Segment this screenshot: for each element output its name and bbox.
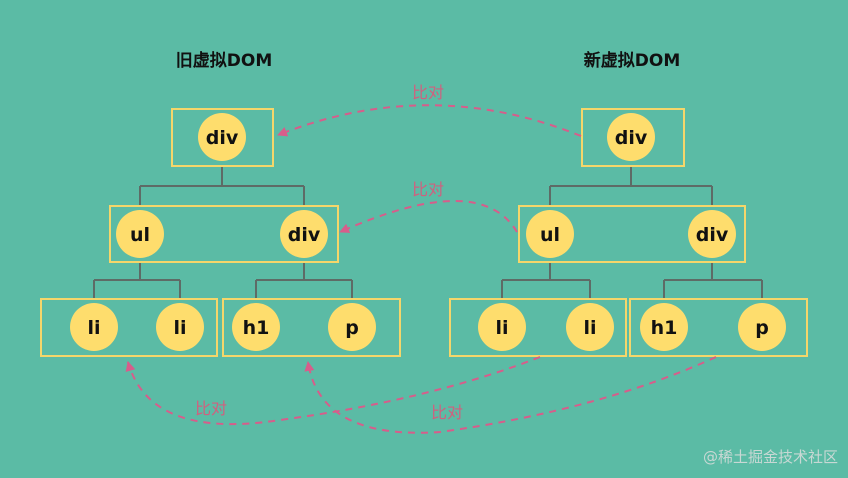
watermark: @稀土掘金技术社区 [703, 448, 838, 466]
new-root-box [581, 108, 685, 167]
compare-arrow-root [277, 104, 582, 137]
new-h1-node: h1 [640, 303, 688, 351]
svg-text:div: div [288, 224, 321, 246]
old-h1-node: h1 [232, 303, 280, 351]
new-tree: div ul div li li h1 p [449, 108, 808, 357]
svg-text:ul: ul [130, 224, 150, 246]
new-p-node: p [738, 303, 786, 351]
svg-text:h1: h1 [651, 317, 678, 339]
svg-text:li: li [583, 317, 596, 339]
old-li-node-2: li [156, 303, 204, 351]
old-root-node: div [198, 113, 246, 161]
old-div-children-box [222, 298, 401, 357]
new-li-node-1: li [478, 303, 526, 351]
compare-label-ul-children: 比对 [195, 399, 227, 418]
old-ul-children-box [40, 298, 218, 357]
new-ul-node: ul [526, 210, 574, 258]
compare-arrow-ul-children [125, 356, 541, 426]
svg-text:div: div [206, 127, 239, 149]
new-li-node-2: li [566, 303, 614, 351]
svg-text:p: p [755, 317, 769, 339]
svg-text:li: li [87, 317, 100, 339]
new-div-node: div [688, 210, 736, 258]
new-ul-children-box [449, 298, 627, 357]
compare-label-root: 比对 [412, 83, 444, 102]
new-root-node: div [607, 113, 655, 161]
new-div-children-box [629, 298, 808, 357]
old-p-node: p [328, 303, 376, 351]
new-tree-connectors [501, 166, 763, 299]
new-tree-title: 新虚拟DOM [584, 50, 680, 71]
old-level2-box [109, 205, 339, 263]
old-tree-connectors [93, 166, 353, 299]
svg-text:p: p [345, 317, 359, 339]
svg-text:ul: ul [540, 224, 560, 246]
compare-arrow-div-children [304, 356, 717, 434]
compare-label-div-children: 比对 [431, 403, 463, 422]
compare-arrow-level2 [339, 200, 518, 233]
old-ul-node: ul [116, 210, 164, 258]
new-level2-box [518, 205, 746, 263]
svg-text:li: li [495, 317, 508, 339]
old-tree-title: 旧虚拟DOM [176, 50, 272, 71]
svg-text:li: li [173, 317, 186, 339]
svg-text:div: div [696, 224, 729, 246]
old-tree: div ul div li li h1 p [40, 108, 401, 357]
compare-label-level2: 比对 [412, 180, 444, 199]
svg-text:h1: h1 [243, 317, 270, 339]
old-div-node: div [280, 210, 328, 258]
svg-text:div: div [615, 127, 648, 149]
old-li-node-1: li [70, 303, 118, 351]
old-root-box [171, 108, 274, 167]
